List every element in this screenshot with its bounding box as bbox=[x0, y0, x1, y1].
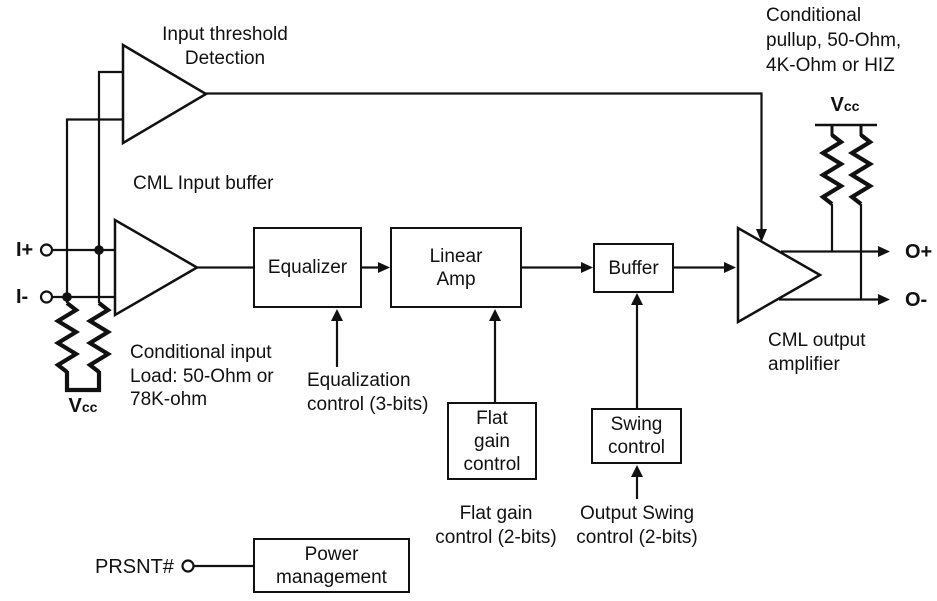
input-threshold-amp-symbol bbox=[121, 42, 209, 146]
terminal-iminus bbox=[39, 290, 54, 304]
arrowhead-outputamp-in bbox=[724, 262, 736, 273]
arrowhead-linearamp-in bbox=[378, 262, 390, 273]
resistor-input-left bbox=[53, 301, 81, 374]
vcc-cc: cc bbox=[843, 98, 860, 114]
arrowhead-ominus bbox=[878, 294, 890, 305]
junction-dot-iminus bbox=[62, 292, 72, 302]
resistor-pullup-right bbox=[847, 133, 875, 206]
resistor-input-bracket bbox=[64, 371, 102, 393]
equalizer-block: Equalizer bbox=[253, 227, 362, 308]
buffer-block: Buffer bbox=[593, 243, 674, 293]
input-threshold-label: Input threshold Detection bbox=[162, 24, 288, 69]
conditional-pullup-label: Conditional pullup, 50-Ohm, 4K-Ohm or HI… bbox=[766, 5, 902, 76]
arrowhead-buffer-in bbox=[581, 262, 593, 273]
arrowhead-swingbox-up bbox=[631, 465, 643, 477]
cml-input-buffer-label: CML Input buffer bbox=[133, 173, 274, 194]
cml-input-buffer-symbol bbox=[113, 217, 200, 318]
arrowhead-flatgain-up bbox=[489, 309, 501, 321]
equalization-control-label: Equalization control (3-bits) bbox=[307, 370, 429, 415]
junction-dot-iplus bbox=[94, 245, 104, 255]
port-prsnt: PRSNT# bbox=[95, 556, 174, 578]
conditional-input-label: Conditional input Load: 50-Ohm or 78K-oh… bbox=[130, 342, 274, 410]
arrowhead-equalizer-ctrl-up bbox=[331, 309, 343, 321]
port-i-plus: I+ bbox=[16, 239, 34, 261]
vcc-cc: cc bbox=[81, 399, 98, 415]
terminal-iplus bbox=[39, 243, 54, 257]
cml-output-amplifier-label: CML output amplifier bbox=[768, 330, 866, 375]
swing-control-block: Swing control bbox=[591, 408, 682, 464]
resistor-input-right bbox=[85, 301, 113, 374]
wire-iplus-to-threshold bbox=[97, 70, 123, 303]
resistor-pullup-left bbox=[818, 133, 846, 206]
vcc-input-label: Vcc bbox=[53, 395, 113, 417]
port-i-minus: I- bbox=[16, 286, 29, 308]
flat-gain-bits-label: Flat gain control (2-bits) bbox=[435, 503, 557, 548]
linear-amp-block: Linear Amp bbox=[390, 227, 522, 308]
wire-threshold-output bbox=[206, 92, 763, 229]
power-management-block: Power management bbox=[253, 538, 410, 593]
port-o-plus: O+ bbox=[905, 241, 933, 263]
output-swing-bits-label: Output Swing control (2-bits) bbox=[576, 503, 698, 548]
vcc-pullup-label: Vcc bbox=[813, 94, 877, 116]
arrowhead-swing-up bbox=[631, 293, 643, 305]
vcc-v: V bbox=[68, 395, 82, 417]
terminal-prsnt bbox=[181, 559, 195, 573]
vcc-v: V bbox=[830, 94, 844, 116]
flat-gain-control-block: Flat gain control bbox=[447, 402, 537, 480]
wire-iminus-to-threshold bbox=[65, 118, 123, 303]
port-o-minus: O- bbox=[905, 289, 928, 311]
arrowhead-oplus bbox=[878, 246, 890, 257]
cml-output-amp-symbol bbox=[736, 225, 823, 325]
arrowhead-pullup-control-down bbox=[756, 229, 767, 242]
